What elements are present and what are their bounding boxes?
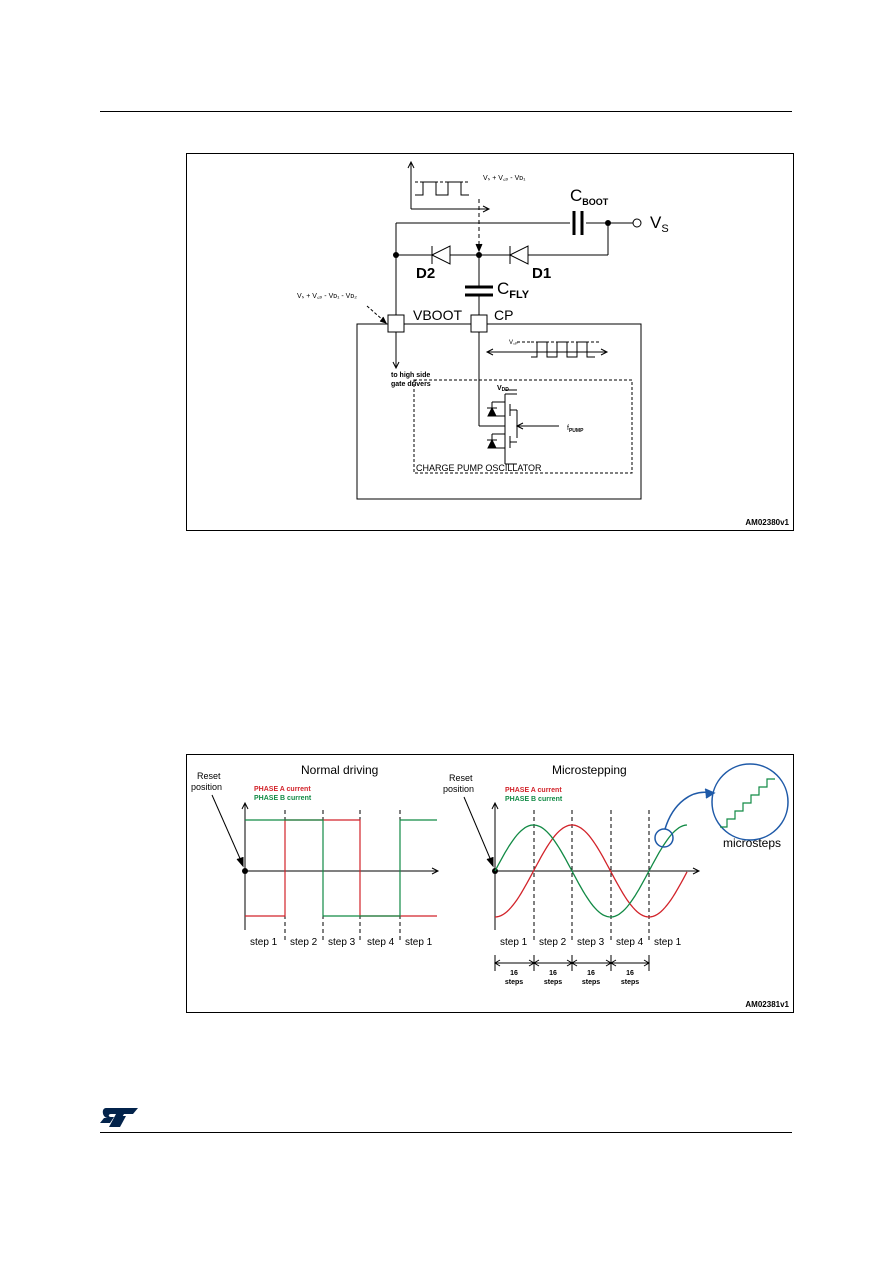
wave-top (415, 181, 469, 196)
substep-unit: steps (544, 979, 562, 986)
normal-title: Normal driving (301, 763, 378, 777)
vs-label: VS (650, 213, 669, 235)
substep-unit: steps (621, 979, 639, 986)
substep-unit: steps (505, 979, 523, 986)
micro-step: step 1 (654, 937, 682, 948)
wave-axis-arrow (482, 205, 491, 213)
normal-legend-b: PHASE B current (254, 795, 312, 802)
micro-phase-b (494, 824, 688, 918)
charge-pump-figure: Vₛ + V꜀ₚ - Vᴅ₁ CBOOT VS D2 D1 CFLY Vₛ + … (186, 153, 794, 531)
fpump-label: fPUMP (567, 425, 584, 434)
microstepping-figure: Normal driving Reset position PHASE A cu… (186, 754, 794, 1013)
footer-rule (100, 1132, 792, 1133)
substep-unit: steps (582, 979, 600, 986)
substep-count: 16 (510, 970, 518, 977)
vboot-label: VBOOT (413, 307, 462, 323)
wave-axis-v-arrow (407, 160, 415, 169)
to-high-side-label: to high side (391, 372, 430, 379)
micro-step: step 4 (616, 937, 644, 948)
normal-phase-a (245, 819, 437, 917)
micro-step: step 2 (539, 937, 567, 948)
micro-legend-a: PHASE A current (505, 787, 562, 794)
d1-label: D1 (532, 265, 551, 282)
normal-step: step 1 (405, 937, 433, 948)
figure-id: AM02380v1 (745, 518, 789, 527)
normal-legend-a: PHASE A current (254, 786, 311, 793)
vcp-label: V꜀ₚ (509, 340, 518, 346)
normal-step: step 4 (367, 937, 395, 948)
normal-reset-1: Reset (197, 771, 221, 781)
cfly-label: CFLY (497, 279, 530, 301)
micro-reset-2: position (443, 784, 474, 794)
normal-reset-2: position (191, 782, 222, 792)
stepping-chart: Normal driving Reset position PHASE A cu… (191, 763, 789, 986)
micro-title: Microstepping (552, 763, 627, 777)
substep-count: 16 (587, 970, 595, 977)
microstep-staircase (720, 778, 775, 828)
vdd-label: VDD (497, 385, 509, 393)
oscillator-label: CHARGE PUMP OSCILLATOR (416, 463, 542, 473)
micro-phase-a (494, 824, 688, 918)
gate-drivers-label: gate drivers (391, 381, 431, 388)
cboot-label: CBOOT (570, 186, 609, 207)
substep-count: 16 (626, 970, 634, 977)
microsteps-label: microsteps (723, 836, 781, 850)
header-rule (100, 111, 792, 112)
micro-legend-b: PHASE B current (505, 796, 563, 803)
normal-step: step 2 (290, 937, 318, 948)
normal-step: step 1 (250, 937, 278, 948)
cp-label: CP (494, 307, 513, 323)
d2-label: D2 (416, 265, 435, 282)
normal-step: step 3 (328, 937, 356, 948)
micro-step: step 1 (500, 937, 528, 948)
microstep-zoom (654, 763, 789, 848)
st-logo (100, 1108, 138, 1127)
micro-step: step 3 (577, 937, 605, 948)
vboot-formula: Vₛ + V꜀ₚ - Vᴅ₁ - Vᴅ₂ (297, 293, 357, 300)
figure-id: AM02381v1 (745, 1000, 789, 1009)
micro-reset-1: Reset (449, 773, 473, 783)
charge-pump-schematic: Vₛ + V꜀ₚ - Vᴅ₁ CBOOT VS D2 D1 CFLY Vₛ + … (297, 160, 669, 500)
substep-count: 16 (549, 970, 557, 977)
normal-phase-b (245, 819, 437, 917)
vs-top-formula: Vₛ + V꜀ₚ - Vᴅ₁ (483, 175, 526, 182)
